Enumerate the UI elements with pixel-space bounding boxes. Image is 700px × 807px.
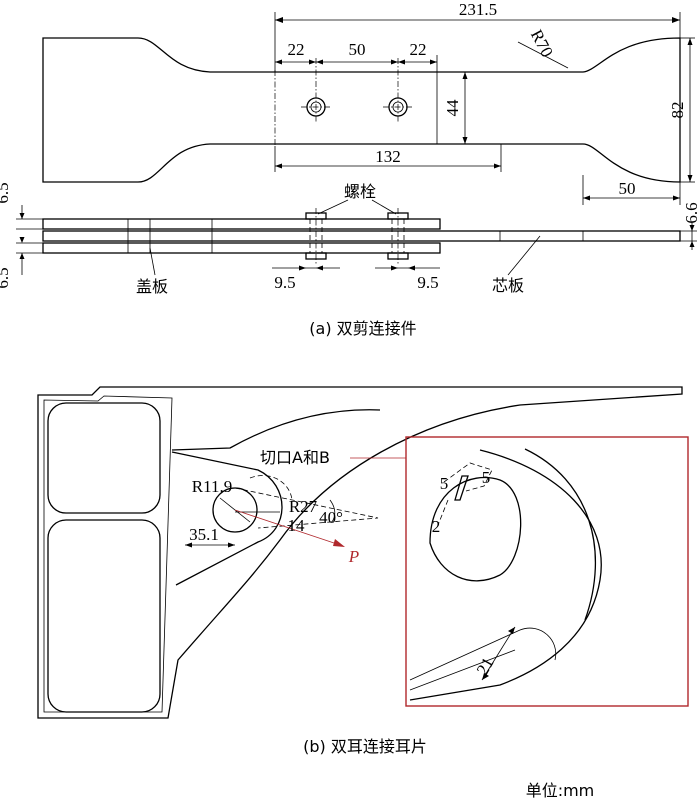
dim-grip-width: 82 [668, 102, 687, 119]
dim-hole-left: 22 [288, 40, 305, 59]
dim-notch-a: 5 [440, 474, 449, 493]
label-cover-plate: 盖板 [136, 277, 168, 296]
dim-radius: R70 [527, 26, 557, 60]
dim-hole-right: 22 [410, 40, 427, 59]
dim-notch-c: 2 [432, 517, 441, 536]
dim-angle: 40° [319, 508, 343, 527]
dim-edge: 35.1 [189, 525, 219, 544]
dim-notch-b: 5 [482, 468, 491, 487]
caption-a: (a) 双剪连接件 [309, 319, 416, 338]
dim-overlap: 132 [375, 147, 401, 166]
caption-b: (b) 双耳连接耳片 [303, 737, 427, 756]
bolt-left [305, 208, 327, 264]
detail-box [405, 436, 689, 707]
detail-view [409, 448, 602, 701]
dim-hole-pitch: 50 [349, 40, 366, 59]
bolt-hole-left [301, 58, 331, 122]
dim-gauge-width: 44 [443, 99, 462, 117]
dim-offset: 14 [288, 516, 306, 535]
dim-edge-left: 9.5 [274, 273, 295, 292]
dim-core: 6.6 [682, 202, 700, 223]
dim-hole-radius: R11.9 [192, 477, 232, 496]
bolt-hole-right [383, 58, 413, 122]
dim-grip-length: 50 [619, 179, 636, 198]
dim-edge-right: 9.5 [417, 273, 438, 292]
label-core-plate: 芯板 [492, 276, 524, 295]
label-bolt: 螺栓 [344, 182, 376, 201]
dim-cover-top: 6.5 [0, 182, 12, 203]
dim-cover-bottom: 6.5 [0, 267, 12, 288]
lug-drawing [37, 386, 689, 719]
specimen-plan-view [42, 12, 695, 205]
dim-total-length: 231.5 [459, 0, 497, 19]
label-load-p: P [348, 547, 359, 566]
dim-lug-radius: R27 [289, 497, 318, 516]
unit-note: 单位:mm [526, 781, 595, 800]
specimen-side-view [16, 199, 697, 276]
label-notch: 切口A和B [260, 448, 330, 467]
bolt-right [387, 208, 409, 264]
